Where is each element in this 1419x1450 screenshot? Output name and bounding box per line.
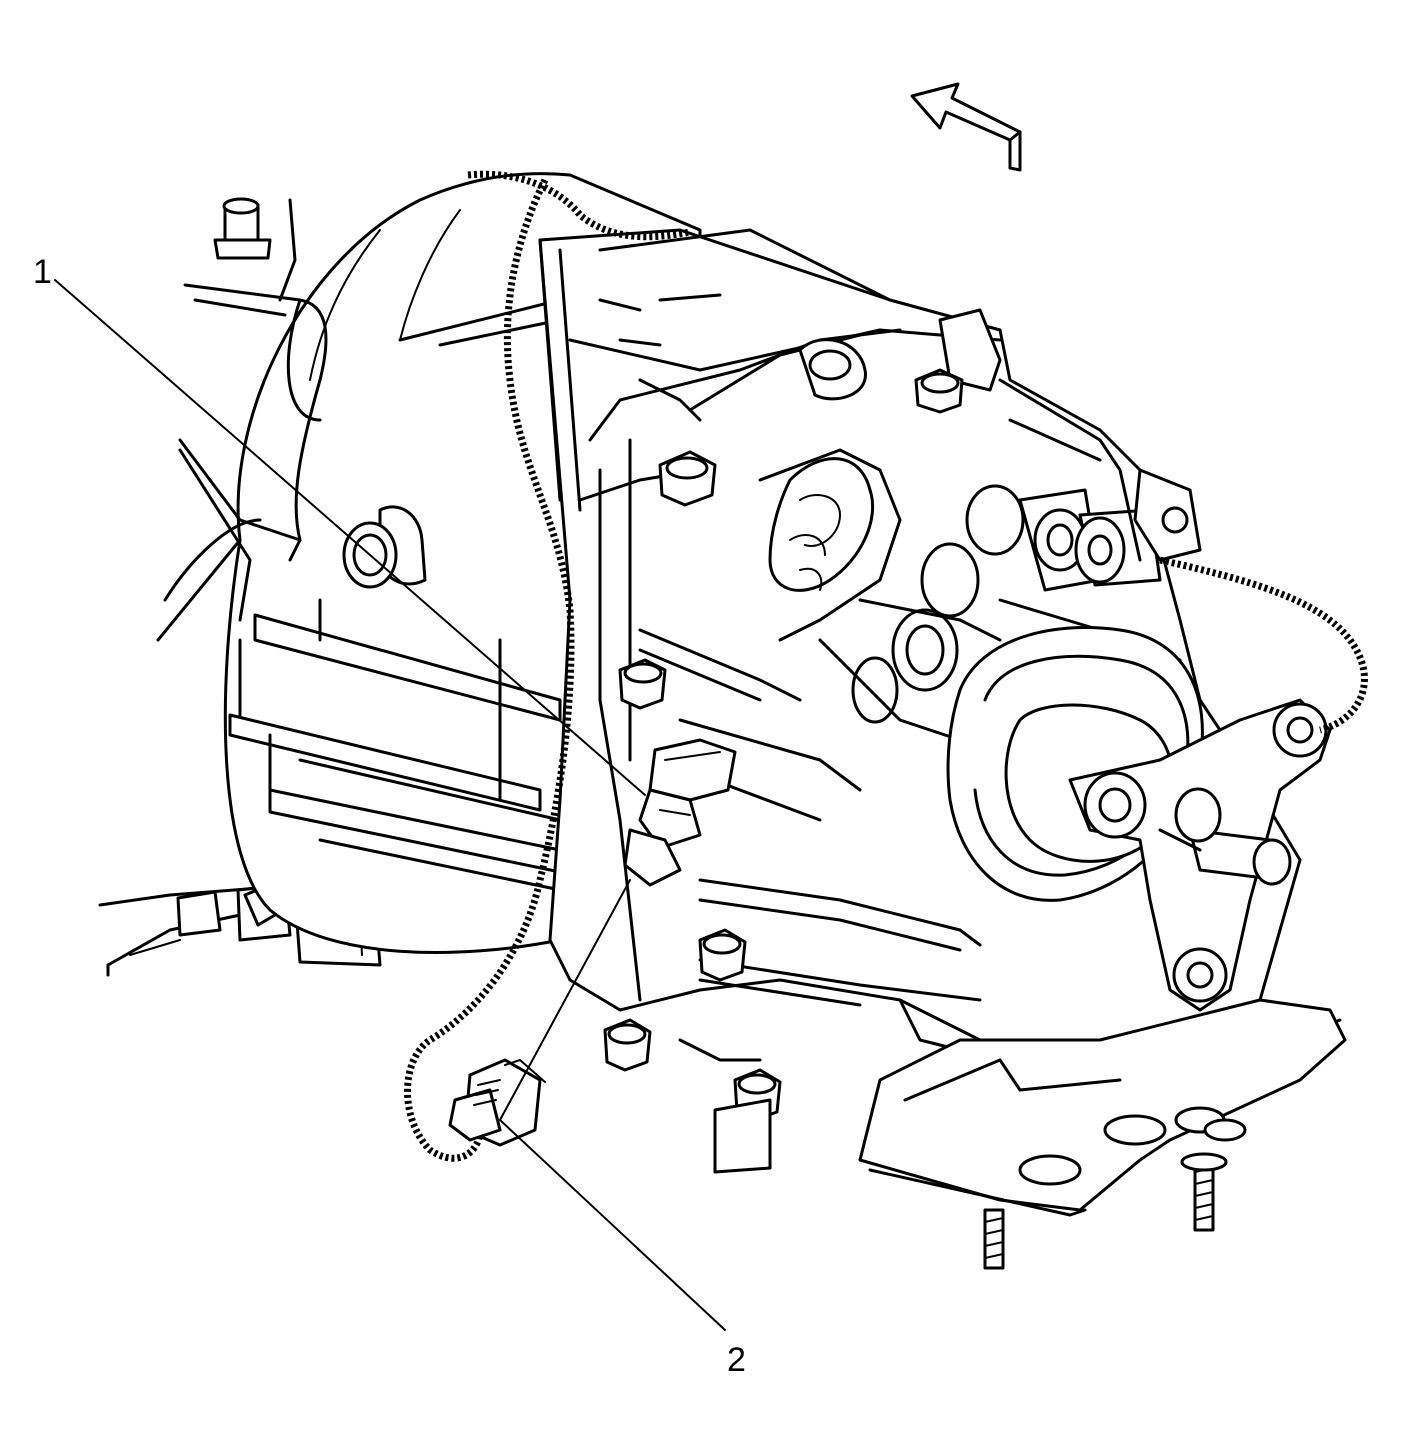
harness-connector bbox=[448, 1058, 546, 1147]
leader-line-2 bbox=[499, 879, 726, 1331]
leader-lines bbox=[54, 279, 726, 1331]
leader-line-1 bbox=[54, 279, 646, 796]
callout-2: 2 bbox=[727, 1341, 746, 1379]
speed-sensor bbox=[623, 738, 737, 887]
case-bolts bbox=[342, 368, 964, 1174]
transmission-mount bbox=[858, 998, 1347, 1270]
callout-1: 1 bbox=[33, 253, 52, 291]
wiring-harness bbox=[404, 170, 1368, 1162]
front-direction-arrow-icon bbox=[910, 82, 1022, 172]
extension-housing bbox=[946, 626, 1332, 1012]
